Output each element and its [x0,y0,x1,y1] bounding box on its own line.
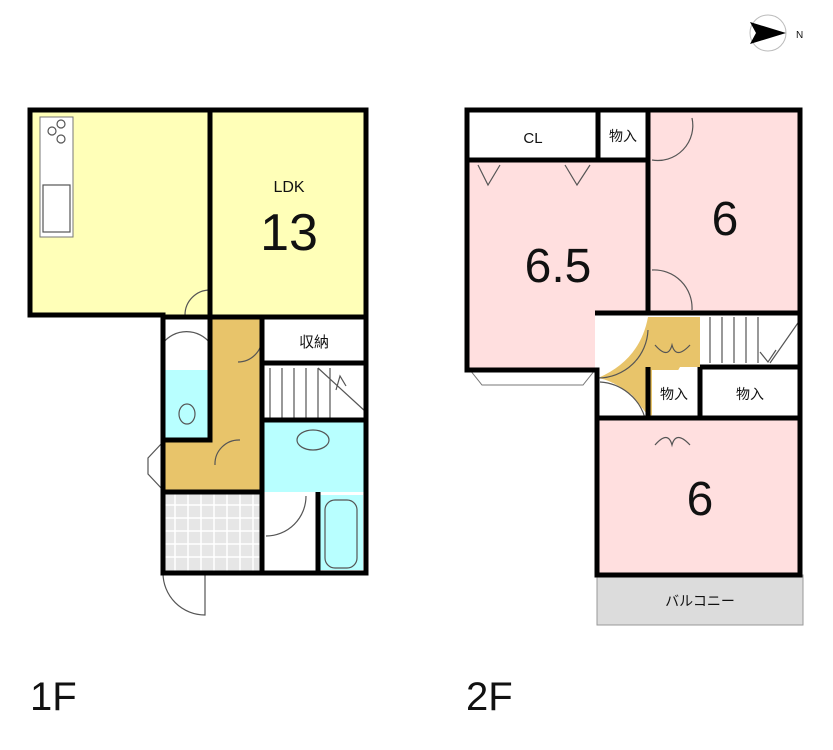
stairs-1f [262,363,366,420]
genkan [163,492,262,573]
washroom [262,420,366,492]
storage-hall [652,370,698,418]
storage-label: 収納 [299,334,329,351]
sink-icon [42,184,71,233]
washbasin-icon [296,429,330,451]
ldk-area [30,110,366,315]
bedroom-bottom [597,418,800,575]
ldk-size: 13 [260,204,318,262]
stairs-lines-2f [709,317,801,364]
compass-label: N [796,30,803,41]
closet [467,110,598,160]
compass-icon: N [749,14,803,52]
storage-right [700,367,800,418]
storage-top-label: 物入 [609,128,637,144]
kitchen-counter [39,116,74,238]
floor-2f: CL 物入 6 6.5 物入 物入 6 バルコニー [464,107,804,626]
storage-right-label: 物入 [736,386,764,402]
storage-room [262,317,366,363]
bedroom-left-size: 6.5 [525,240,592,293]
storage-top [598,110,648,160]
floor-label-1f: 1F [30,675,77,719]
closet-label: CL [523,130,542,147]
genkan-tiles [163,492,262,573]
bedroom-bottom-size: 6 [687,473,714,526]
storage-hall-label: 物入 [660,386,688,402]
stairs-lines-1f [269,367,367,420]
toilet [163,370,210,440]
balcony-label: バルコニー [665,593,735,609]
bedroom-top-right-size: 6 [712,193,739,246]
bathtub-icon [324,499,358,569]
door-swings-1f [147,289,307,616]
stove-icon [47,126,57,136]
toilet-icon [178,403,196,425]
floor-1f: LDK 13 収納 [27,107,369,616]
bedroom-top-right [648,110,800,313]
entry-hall-1f [163,317,210,370]
stairs-2f [700,313,800,367]
floor-label-2f: 2F [466,675,513,719]
balcony [596,574,804,626]
door-swings-2f [477,117,694,448]
ldk-label: LDK [273,179,304,196]
